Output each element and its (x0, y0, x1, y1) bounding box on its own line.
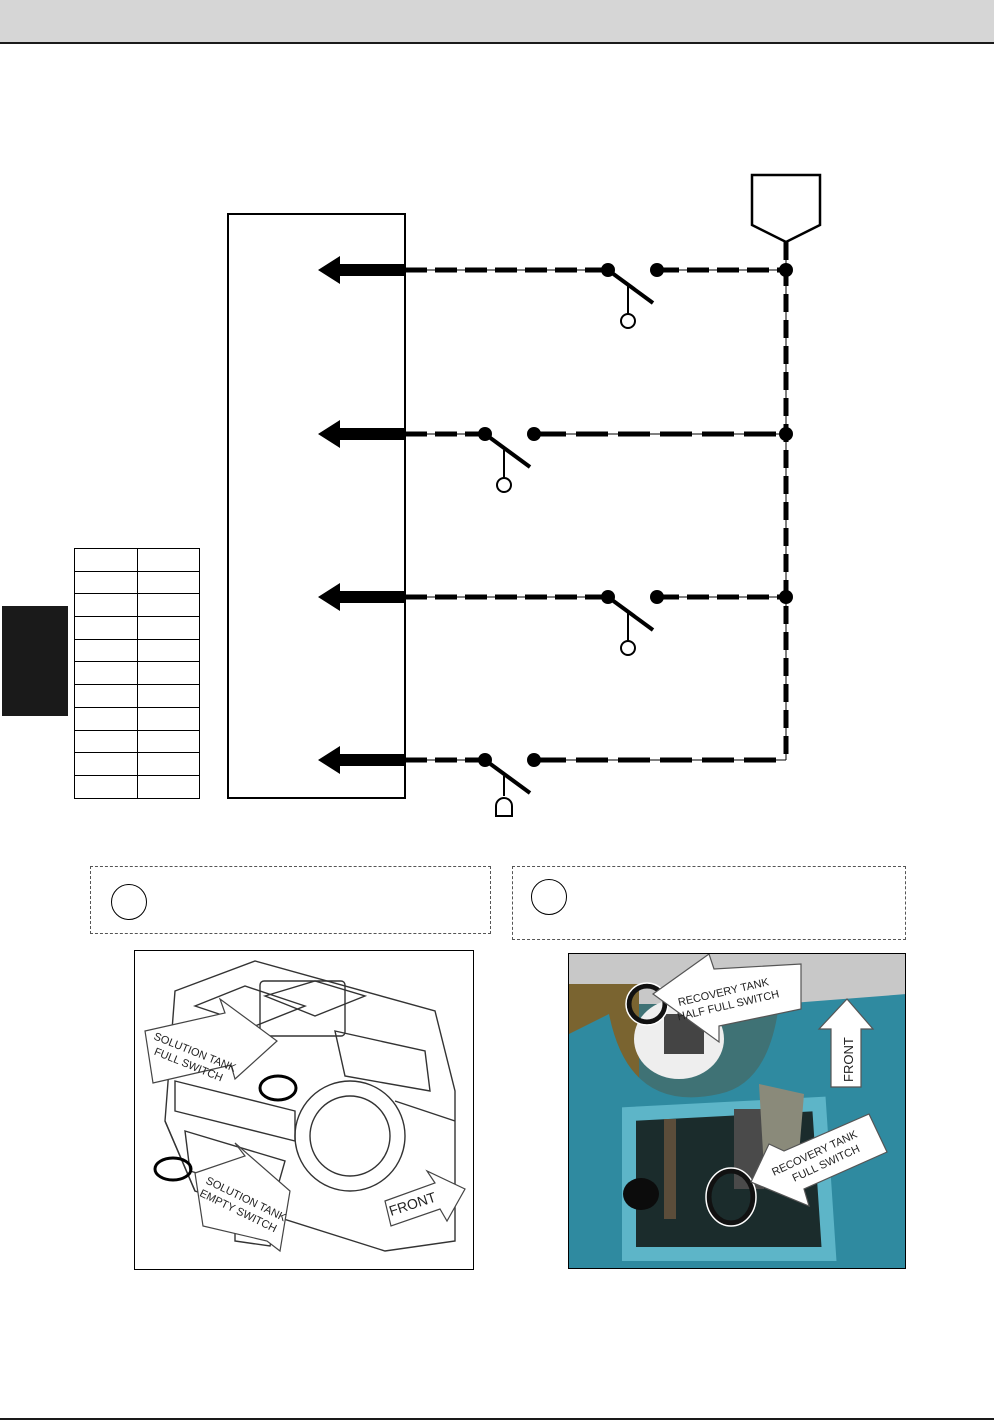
tank-drawing: SOLUTION TANK FULL SWITCH SOLUTION TANK … (144, 960, 466, 1253)
table-row (74, 684, 200, 708)
switch-row-2 (318, 420, 793, 493)
table-row (74, 616, 200, 640)
level-sensor-icon (495, 797, 513, 817)
switch-row-3 (318, 583, 793, 656)
controller-box (227, 213, 406, 799)
wire-table (74, 548, 200, 799)
page-footer-line (0, 1418, 994, 1420)
signal-arrow-icon (318, 256, 406, 284)
recovery-tank-photo: RECOVERY TANK HALF FULL SWITCH RECOVERY … (568, 953, 906, 1269)
table-row (74, 661, 200, 686)
signal-arrow-icon (318, 746, 406, 774)
table-row (74, 548, 200, 572)
photo-drawing: RECOVERY TANK HALF FULL SWITCH RECOVERY … (569, 954, 905, 1268)
callout-circle (111, 884, 147, 920)
wiring-schematic (227, 173, 822, 817)
page-header-bar (0, 0, 994, 44)
section-tab (2, 606, 68, 716)
table-row (74, 774, 200, 799)
table-row (74, 593, 200, 618)
table-row (74, 752, 200, 776)
front-label-right: FRONT (841, 1037, 856, 1082)
signal-arrow-icon (318, 583, 406, 611)
callout-box-right (512, 866, 906, 940)
table-cell (136, 774, 200, 799)
half-full-switch-marker (626, 983, 668, 1025)
solution-tank-illustration: SOLUTION TANK FULL SWITCH SOLUTION TANK … (134, 950, 474, 1270)
callout-circle (531, 879, 567, 915)
signal-arrow-icon (318, 420, 406, 448)
switch-row-1 (318, 256, 793, 329)
float-switch-icon (496, 477, 512, 493)
full-switch-marker (258, 1074, 298, 1102)
float-switch-icon (620, 640, 636, 656)
full-switch-marker-right (706, 1168, 756, 1226)
connector-icon (750, 173, 822, 244)
empty-switch-marker (153, 1156, 193, 1182)
float-switch-icon (620, 313, 636, 329)
switch-row-4 (318, 746, 786, 817)
table-row (74, 638, 200, 663)
callout-box-left (90, 866, 491, 934)
